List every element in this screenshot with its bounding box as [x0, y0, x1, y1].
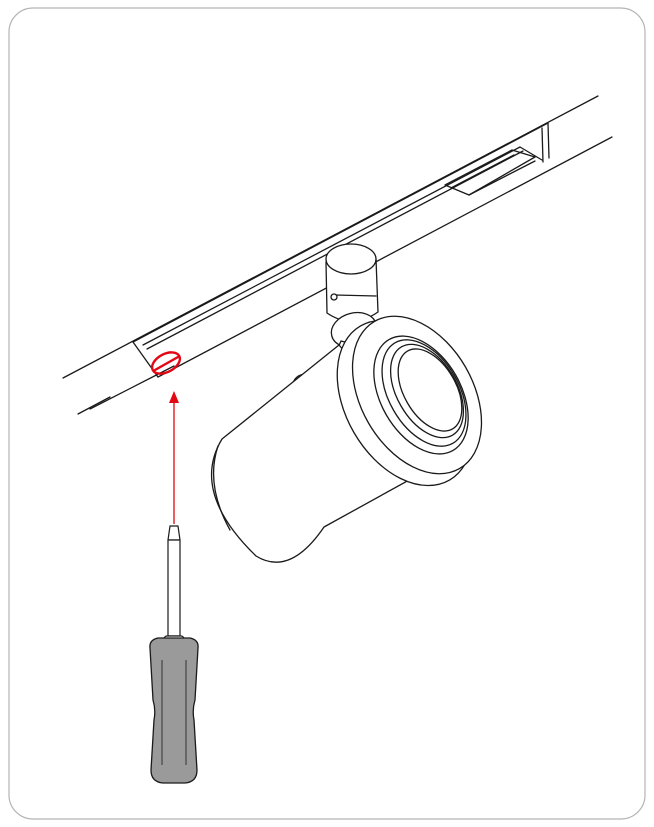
track-adapter — [325, 243, 379, 322]
screwdriver-icon — [149, 525, 199, 784]
spotlight-body — [210, 315, 483, 563]
screwdriver-handle — [149, 637, 199, 784]
spotlight — [210, 243, 483, 563]
direction-arrow — [169, 391, 179, 524]
track-rail — [62, 95, 613, 415]
frame-border — [8, 7, 646, 820]
locking-screw-icon — [150, 351, 182, 375]
